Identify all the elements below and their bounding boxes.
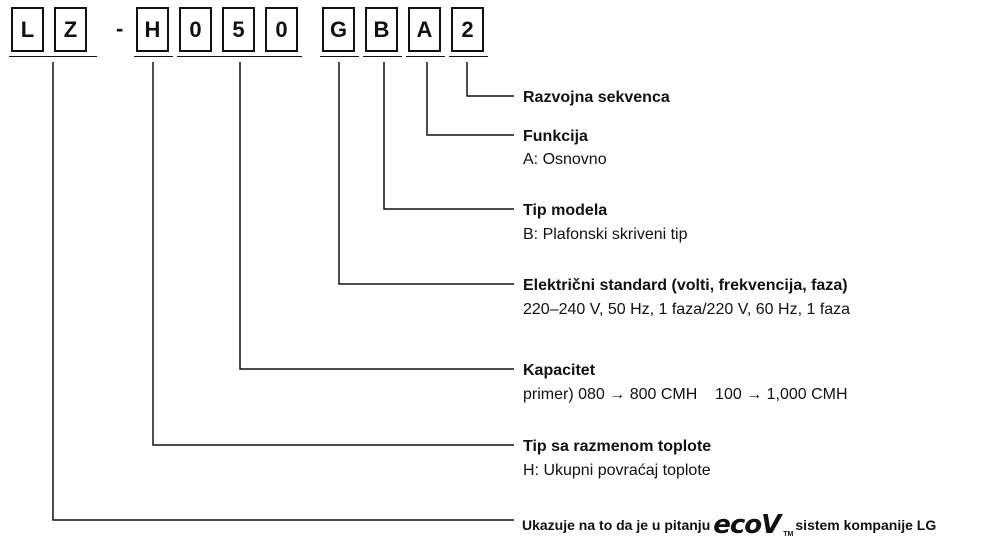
label-funkcija: Funkcija [523, 128, 588, 145]
desc-funkcija: A: Osnovno [523, 151, 607, 168]
label-ecov-system: Ukazuje na to da je u pitanju ecoV TM si… [522, 512, 936, 538]
underline-lz [9, 56, 97, 57]
code-char-0a: 0 [179, 7, 212, 52]
underline-g [320, 56, 359, 57]
label-tip-modela: Tip modela [523, 202, 608, 219]
connector-2 [466, 62, 514, 97]
code-char-2: 2 [451, 7, 484, 52]
label-tip-razmena-toplote: Tip sa razmenom toplote [523, 438, 712, 455]
underline-2 [449, 56, 488, 57]
desc-tip-modela: B: Plafonski skriveni tip [523, 226, 688, 243]
connector-h [152, 62, 514, 446]
code-char-Z: Z [54, 7, 87, 52]
code-char-G: G [322, 7, 355, 52]
code-char-H: H [136, 7, 169, 52]
connector-g [338, 62, 514, 285]
last-suffix: sistem kompanije LG [795, 517, 937, 533]
label-kapacitet: Kapacitet [523, 362, 596, 379]
connector-b [383, 62, 514, 210]
code-separator: - [116, 16, 124, 41]
code-char-0b: 0 [265, 7, 298, 52]
underline-a [406, 56, 445, 57]
label-elektricni-standard: Električni standard (volti, frekvencija,… [523, 277, 848, 294]
desc-tip-razmena-toplote: H: Ukupni povraćaj toplote [523, 462, 711, 479]
underline-h [134, 56, 173, 57]
connector-a [426, 62, 514, 136]
ecov-logo-icon: ecoV [713, 510, 781, 540]
code-char-B: B [365, 7, 398, 52]
desc-elektricni-standard: 220–240 V, 50 Hz, 1 faza/220 V, 60 Hz, 1… [523, 301, 851, 318]
code-char-L: L [11, 7, 44, 52]
label-razvojna-sekvenca: Razvojna sekvenca [523, 89, 670, 106]
underline-b [363, 56, 402, 57]
connector-050 [239, 62, 514, 370]
trademark-mark: TM [783, 531, 794, 538]
code-char-A: A [408, 7, 441, 52]
code-char-5: 5 [222, 7, 255, 52]
desc-kapacitet: primer) 080 → 800 CMH 100 → 1,000 CMH [523, 386, 848, 403]
connector-lz [52, 62, 514, 521]
last-prefix: Ukazuje na to da je u pitanju [522, 517, 711, 533]
underline-050 [177, 56, 302, 57]
